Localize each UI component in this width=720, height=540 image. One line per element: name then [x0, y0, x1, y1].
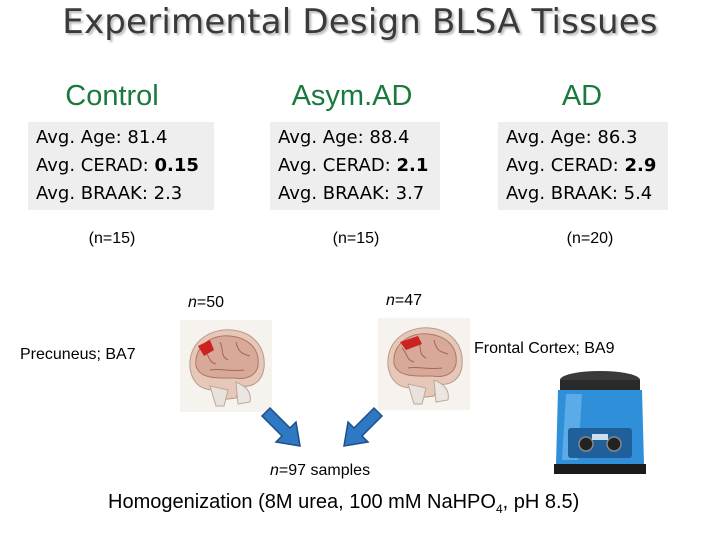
homogenizer-icon	[552, 368, 648, 480]
avg-age-value: 88.4	[369, 127, 410, 148]
region-label-frontal: Frontal Cortex; BA9	[474, 340, 615, 357]
avg-braak-value: 3.7	[395, 183, 425, 204]
group-heading-asymad: Asym.AD	[291, 80, 413, 112]
avg-braak-value: 2.3	[153, 183, 183, 204]
arrow-down-right-icon	[260, 406, 301, 447]
stats-box-control: Avg. Age: 81.4 Avg. CERAD: 0.15 Avg. BRA…	[28, 122, 214, 210]
group-heading-ad: AD	[561, 80, 603, 112]
stats-box-asymad: Avg. Age: 88.4 Avg. CERAD: 2.1 Avg. BRAA…	[270, 122, 440, 210]
avg-cerad-value: 2.9	[624, 155, 657, 176]
avg-braak-value: 5.4	[623, 183, 653, 204]
page-title: Experimental Design BLSA Tissues	[62, 2, 658, 42]
group-n-asymad: (n=15)	[332, 230, 380, 247]
avg-cerad-value: 0.15	[154, 155, 199, 176]
avg-age-value: 86.3	[597, 127, 638, 148]
brain-skull-right-icon	[378, 318, 470, 410]
group-n-ad: (n=20)	[566, 230, 614, 247]
avg-cerad-value: 2.1	[396, 155, 429, 176]
region-label-precuneus: Precuneus; BA7	[20, 346, 136, 363]
arrow-down-left-icon	[343, 406, 384, 447]
region-n-left: n=50	[188, 294, 225, 311]
group-n-control: (n=15)	[88, 230, 136, 247]
homogenization-text: Homogenization (8M urea, 100 mM NaHPO4, …	[108, 491, 580, 516]
brain-skull-left-icon	[180, 320, 272, 412]
stats-box-ad: Avg. Age: 86.3 Avg. CERAD: 2.9 Avg. BRAA…	[498, 122, 668, 210]
group-heading-control: Control	[65, 80, 159, 112]
region-n-right: n=47	[386, 292, 423, 309]
samples-count: n=97 samples	[270, 462, 371, 479]
avg-age-value: 81.4	[127, 127, 168, 148]
